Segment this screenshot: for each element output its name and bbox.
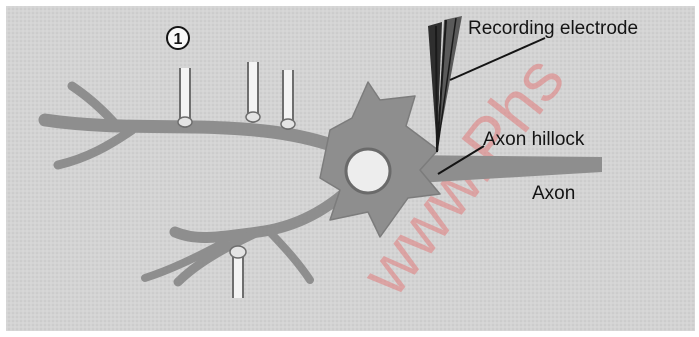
stimulating-electrode-3 — [281, 70, 295, 129]
stimulus-number-label: 1 — [174, 31, 183, 48]
nucleus — [346, 149, 390, 193]
axon-label: Axon — [532, 183, 575, 204]
stimulating-electrode-1 — [178, 68, 192, 127]
axon-hillock-label: Axon hillock — [483, 129, 585, 150]
recording-electrode-label: Recording electrode — [468, 18, 638, 39]
stimulating-electrode-2 — [246, 62, 260, 122]
stimulating-electrode-4 — [230, 246, 246, 298]
stimulus-number-badge: 1 — [167, 27, 189, 49]
